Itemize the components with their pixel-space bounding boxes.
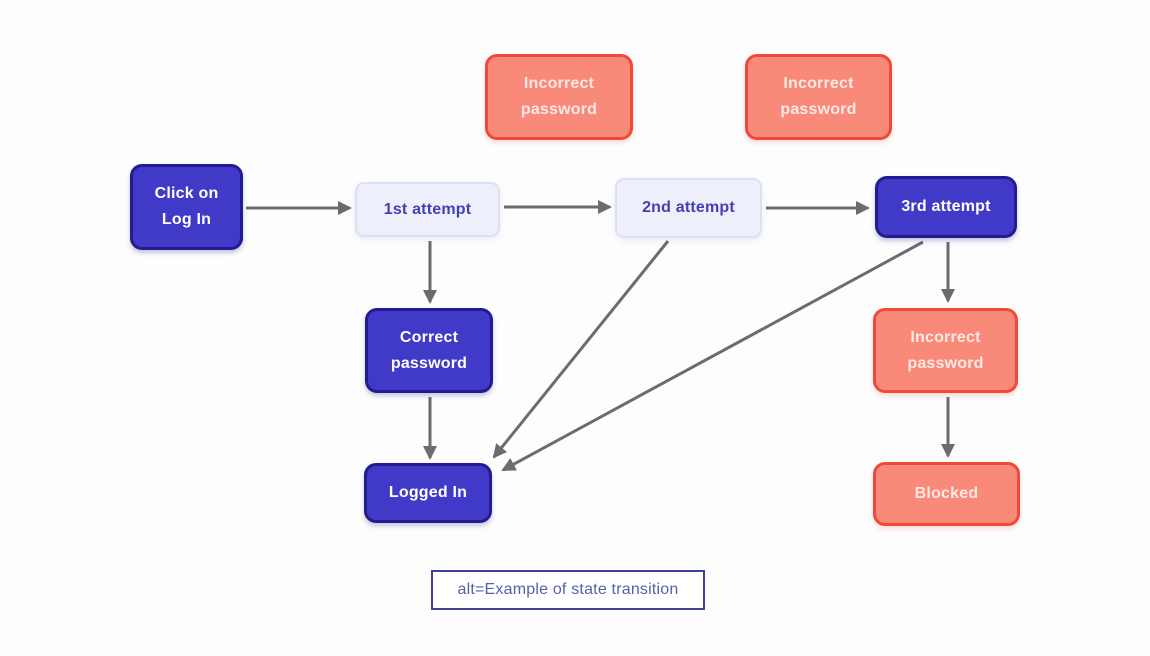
alt-text-caption: alt=Example of state transition — [431, 570, 705, 610]
node-click-on-log-in: Click on Log In — [130, 164, 243, 250]
node-incorrect-password-2: Incorrect password — [745, 54, 892, 140]
node-logged-in: Logged In — [364, 463, 492, 523]
edge-attempt-3-to-logged-in — [501, 240, 924, 472]
alt-text-caption-label: alt=Example of state transition — [457, 581, 679, 598]
node-incorrect-password-1: Incorrect password — [485, 54, 633, 140]
node-blocked: Blocked — [873, 462, 1020, 526]
node-correct-password: Correct password — [365, 308, 493, 393]
node-1st-attempt: 1st attempt — [355, 182, 500, 237]
edge-attempt-2-to-logged-in — [492, 240, 670, 459]
node-incorrect-password-3: Incorrect password — [873, 308, 1018, 393]
node-3rd-attempt: 3rd attempt — [875, 176, 1017, 238]
node-2nd-attempt: 2nd attempt — [615, 178, 762, 238]
